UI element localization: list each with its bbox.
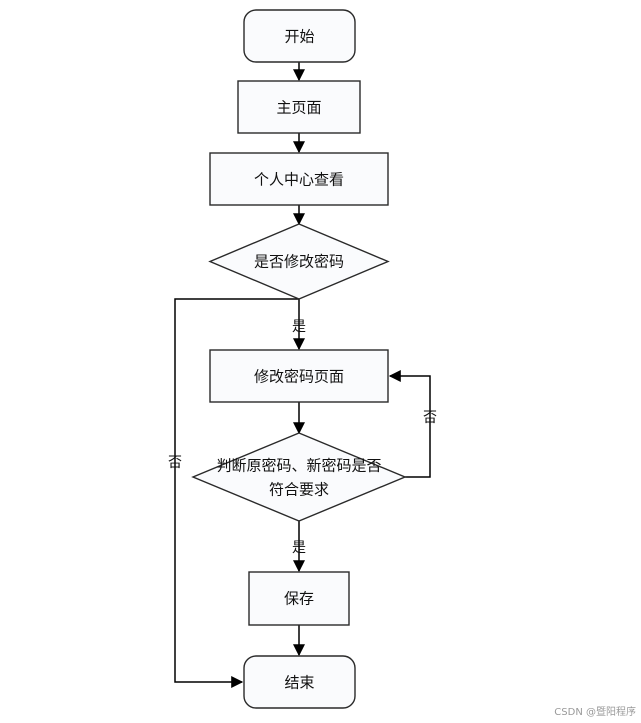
- save-label: 保存: [284, 590, 314, 608]
- decision-change-label: 是否修改密码: [254, 253, 344, 271]
- decision-valid-diamond: [191, 432, 407, 522]
- node-end: 结束: [243, 655, 356, 709]
- home-box: [237, 80, 361, 134]
- save-box: [248, 571, 350, 626]
- profile-box: [209, 152, 389, 206]
- start-label: 开始: [284, 28, 314, 46]
- end-label: 结束: [284, 674, 314, 692]
- edge-label-valid-yes: 是: [292, 540, 306, 556]
- node-decision-valid: 判断原密码、新密码是否 符合要求: [191, 432, 407, 522]
- edge-label-change-yes: 是: [292, 319, 306, 335]
- node-save: 保存: [248, 571, 350, 626]
- home-label: 主页面: [276, 99, 321, 117]
- edge-decision-no-to-end: [174, 298, 299, 688]
- edge-label-valid-no: 否: [423, 410, 437, 426]
- change-page-label: 修改密码页面: [254, 368, 344, 386]
- decision-change-diamond: [208, 223, 390, 300]
- node-start: 开始: [243, 9, 356, 63]
- node-decision-change: 是否修改密码: [208, 223, 390, 300]
- start-terminal: [243, 9, 356, 63]
- profile-label: 个人中心查看: [254, 171, 344, 189]
- watermark: CSDN @暨阳程序: [554, 705, 636, 718]
- decision-valid-label-line1: 判断原密码、新密码是否: [216, 457, 381, 475]
- change-page-box: [209, 349, 389, 403]
- decision-valid-label-line2: 符合要求: [269, 481, 329, 499]
- node-profile: 个人中心查看: [209, 152, 389, 206]
- end-terminal: [243, 655, 356, 709]
- node-home: 主页面: [237, 80, 361, 134]
- edges: [174, 62, 431, 688]
- node-change-page: 修改密码页面: [209, 349, 389, 403]
- edge-label-change-no: 否: [168, 455, 182, 471]
- edge-validate-no-to-change-page: [388, 370, 431, 478]
